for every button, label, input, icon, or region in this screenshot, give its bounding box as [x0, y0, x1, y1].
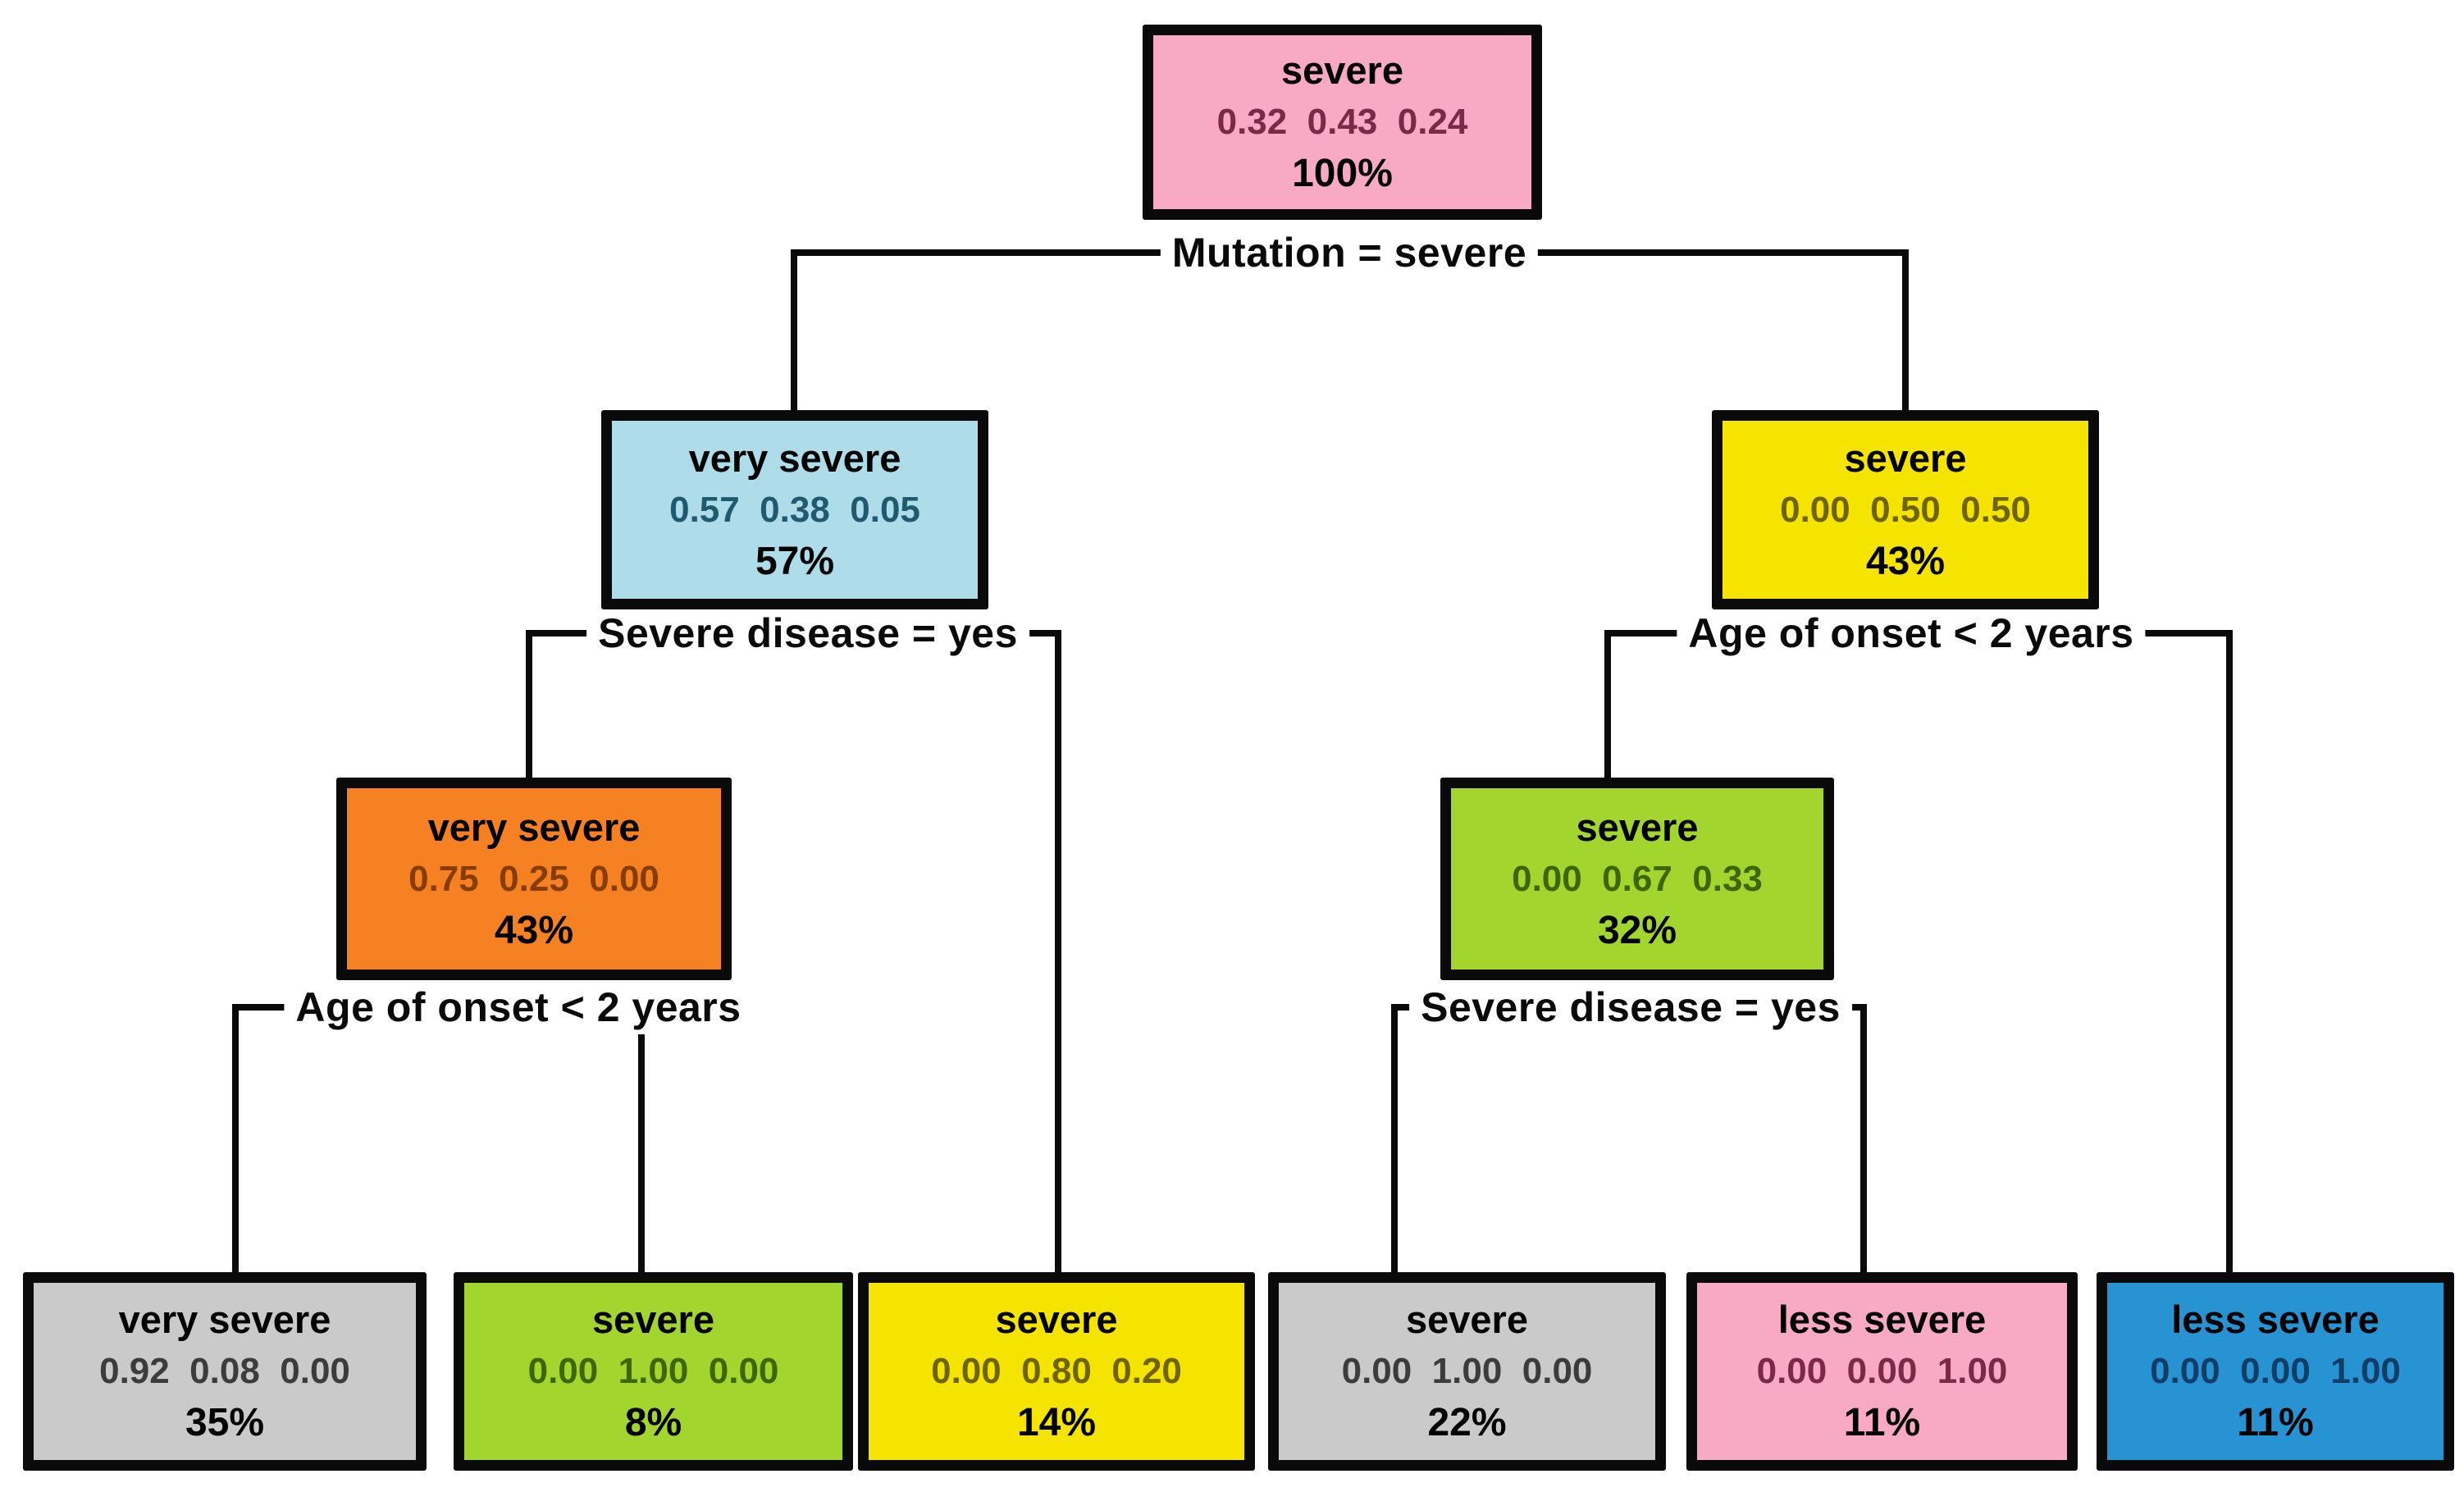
node-coverage: 57%	[755, 539, 835, 583]
node-probabilities: 0.75 0.25 0.00	[408, 858, 659, 899]
node-class-label: very severe	[688, 436, 901, 480]
node-coverage: 43%	[1865, 539, 1946, 583]
node-class-label: severe	[995, 1298, 1118, 1341]
node-coverage: 11%	[1843, 1401, 1921, 1444]
node-probabilities: 0.00 0.80 0.20	[931, 1351, 1182, 1391]
node-probabilities: 0.92 0.08 0.00	[99, 1351, 350, 1391]
node-class-label: severe	[1406, 1298, 1528, 1341]
node-probabilities: 0.32 0.43 0.24	[1216, 102, 1468, 142]
leaf-node-very-severe-gray: very severe 0.92 0.08 0.00 35%	[23, 1272, 427, 1471]
node-probabilities: 0.00 0.00 1.00	[2150, 1351, 2401, 1391]
tree-node-severe-yellow: severe 0.00 0.50 0.50 43%	[1712, 410, 2099, 609]
node-class-label: very severe	[118, 1298, 331, 1341]
leaf-node-severe-yellow: severe 0.00 0.80 0.20 14%	[858, 1272, 1255, 1471]
split-label-age-of-onset-left: Age of onset < 2 years	[284, 980, 753, 1034]
split-label-mutation: Mutation = severe	[1160, 226, 1539, 280]
node-coverage: 100%	[1292, 152, 1393, 195]
node-probabilities: 0.57 0.38 0.05	[669, 489, 920, 530]
node-coverage: 32%	[1597, 908, 1677, 952]
split-label-age-of-onset-right: Age of onset < 2 years	[1677, 606, 2146, 660]
tree-node-severe-green: severe 0.00 0.67 0.33 32%	[1440, 778, 1834, 980]
node-class-label: severe	[1576, 805, 1699, 849]
leaf-node-severe-gray: severe 0.00 1.00 0.00 22%	[1268, 1272, 1666, 1471]
node-class-label: severe	[1281, 48, 1403, 92]
leaf-node-less-severe-blue: less severe 0.00 0.00 1.00 11%	[2097, 1272, 2454, 1471]
node-probabilities: 0.00 0.50 0.50	[1780, 489, 2031, 530]
edge-green-node-children	[1391, 1004, 1867, 1275]
node-coverage: 11%	[2237, 1401, 2314, 1444]
node-probabilities: 0.00 1.00 0.00	[527, 1351, 779, 1391]
split-label-severe-disease-right: Severe disease = yes	[1409, 980, 1852, 1034]
node-class-label: very severe	[427, 805, 641, 849]
node-class-label: severe	[1844, 436, 1967, 480]
node-coverage: 22%	[1427, 1401, 1507, 1444]
tree-node-root: severe 0.32 0.43 0.24 100%	[1143, 25, 1542, 220]
tree-node-very-severe-orange: very severe 0.75 0.25 0.00 43%	[336, 778, 732, 980]
node-coverage: 14%	[1016, 1401, 1097, 1444]
leaf-node-less-severe-pink: less severe 0.00 0.00 1.00 11%	[1686, 1272, 2078, 1471]
node-probabilities: 0.00 1.00 0.00	[1341, 1351, 1593, 1391]
node-class-label: less severe	[1777, 1298, 1987, 1341]
node-class-label: less severe	[2171, 1298, 2380, 1341]
node-coverage: 35%	[185, 1401, 265, 1444]
edge-orange-node-children	[232, 1004, 645, 1275]
node-class-label: severe	[592, 1298, 714, 1341]
tree-node-very-severe-blue: very severe 0.57 0.38 0.05 57%	[601, 410, 988, 609]
split-label-severe-disease-left: Severe disease = yes	[586, 606, 1029, 660]
leaf-node-severe-green: severe 0.00 1.00 0.00 8%	[454, 1272, 853, 1471]
node-coverage: 8%	[624, 1401, 682, 1444]
node-coverage: 43%	[494, 908, 574, 952]
node-probabilities: 0.00 0.00 1.00	[1756, 1351, 2008, 1391]
node-probabilities: 0.00 0.67 0.33	[1512, 858, 1763, 899]
